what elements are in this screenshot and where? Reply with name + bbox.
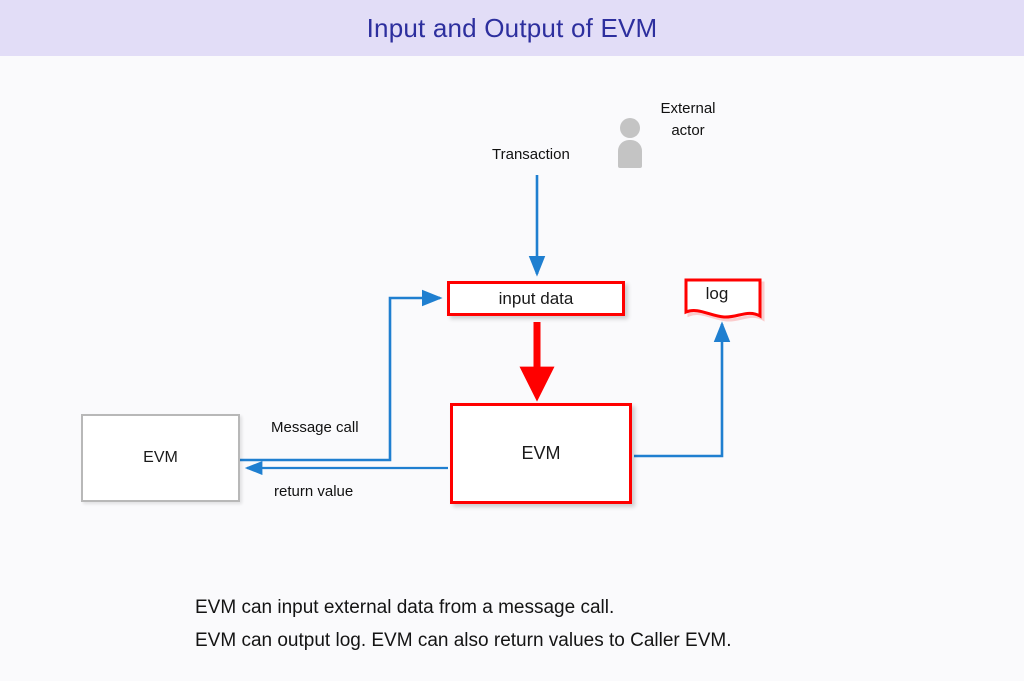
- diagram-canvas: External actor Transaction Message call …: [0, 56, 1024, 681]
- evm-to-log-arrow: [634, 321, 731, 458]
- diagram-connectors: [240, 175, 765, 476]
- person-icon-body: [618, 140, 642, 168]
- message-call-arrow: [240, 289, 443, 462]
- evm-caller-box: EVM: [81, 414, 240, 502]
- input-data-box: input data: [447, 281, 625, 316]
- person-icon-head: [620, 118, 640, 138]
- slide-header: Input and Output of EVM: [0, 0, 1024, 56]
- message-call-label: Message call: [271, 419, 359, 436]
- log-shape: [684, 278, 765, 322]
- log-label: log: [705, 284, 729, 303]
- external-actor-label-line1: External: [660, 100, 716, 117]
- caption: EVM can input external data from a messa…: [195, 592, 955, 657]
- page-title: Input and Output of EVM: [366, 12, 658, 43]
- person-icon: [616, 118, 644, 168]
- external-actor-label: External actor: [646, 98, 730, 142]
- transaction-label: Transaction: [492, 146, 570, 163]
- return-value-label: return value: [274, 483, 354, 500]
- evm-main-box: EVM: [450, 403, 632, 504]
- external-actor-label-line2: actor: [671, 121, 705, 139]
- caption-line-1: EVM can input external data from a messa…: [195, 597, 615, 618]
- caption-line-2: EVM can output log. EVM can also return …: [195, 629, 732, 651]
